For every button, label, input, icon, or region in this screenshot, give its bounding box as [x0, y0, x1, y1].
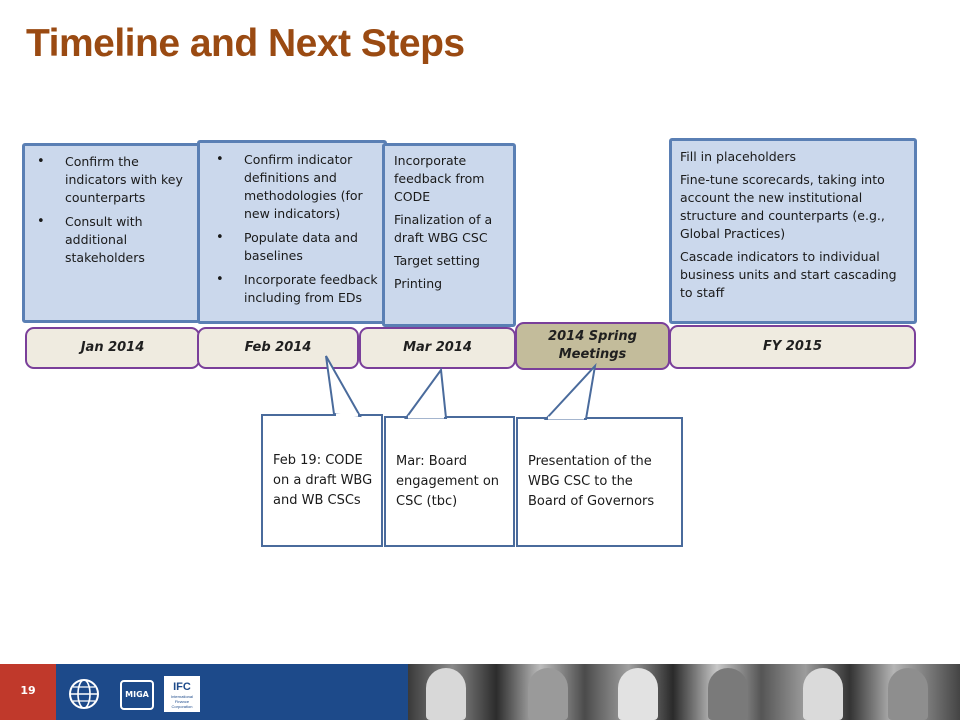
callout-mar-board: Mar: Board engagement on CSC (tbc) [384, 416, 515, 547]
photo-portrait [803, 668, 843, 720]
world-bank-logo-icon [69, 679, 99, 709]
feb-2014-list: Confirm indicator definitions and method… [204, 151, 378, 307]
timeline-feb-2014: Feb 2014 [197, 327, 359, 369]
timeline-fy-2015: FY 2015 [669, 325, 916, 369]
miga-logo: MIGA [120, 680, 154, 710]
callout-text: Feb 19: CODE on a draft WBG and WB CSCs [273, 452, 373, 508]
callout-pointer [404, 367, 448, 419]
photo-portrait [618, 668, 658, 720]
miga-logo-text: MIGA [125, 690, 149, 699]
list-item: Consult with additional stakeholders [37, 213, 189, 267]
paragraph: Target setting [394, 253, 480, 268]
slide-title: Timeline and Next Steps [26, 22, 465, 65]
callout-pointer [543, 362, 597, 420]
callout-pointer [325, 355, 362, 418]
photo-portrait [426, 668, 466, 720]
list-item: Confirm indicator definitions and method… [216, 151, 378, 223]
page-number: 19 [20, 684, 36, 697]
paragraph: Cascade indicators to individual busines… [680, 249, 897, 300]
list-item: Confirm the indicators with key counterp… [37, 153, 189, 207]
paragraph: Incorporate feedback from CODE [394, 153, 485, 204]
ifc-logo: IFC International Finance Corporation [164, 676, 200, 712]
timeline-jan-2014: Jan 2014 [25, 327, 200, 369]
callout-text: Presentation of the WBG CSC to the Board… [528, 454, 655, 509]
mar-2014-box: Incorporate feedback from CODE Finalizat… [382, 143, 516, 327]
timeline-label: FY 2015 [762, 339, 822, 354]
photo-portrait [708, 668, 748, 720]
photo-strip [408, 664, 960, 720]
logo-bar: MIGA IFC International Finance Corporati… [56, 664, 408, 720]
page-number-bar: 19 [0, 664, 56, 720]
paragraph: Fine-tune scorecards, taking into accoun… [680, 172, 885, 241]
fy-2015-box: Fill in placeholders Fine-tune scorecard… [669, 138, 917, 324]
timeline-label: Mar 2014 [403, 340, 472, 355]
photo-portrait [528, 668, 568, 720]
list-item: Populate data and baselines [216, 229, 378, 265]
timeline-label: 2014 Spring Meetings [548, 329, 637, 362]
timeline-label: Feb 2014 [244, 340, 312, 355]
ifc-logo-text: IFC [173, 681, 191, 693]
paragraph: Printing [394, 276, 443, 291]
callout-feb-19-code: Feb 19: CODE on a draft WBG and WB CSCs [261, 414, 383, 547]
timeline-label: Jan 2014 [80, 340, 145, 355]
timeline-mar-2014: Mar 2014 [359, 327, 516, 369]
photo-portrait [888, 668, 928, 720]
list-item: Incorporate feedback including from EDs [216, 271, 378, 307]
footer-bar: 19 MIGA IFC International Finance Corpor… [0, 664, 960, 720]
ifc-logo-subtext: International Finance Corporation [170, 694, 193, 709]
paragraph: Finalization of a draft WBG CSC [394, 212, 493, 245]
callout-spring-governors: Presentation of the WBG CSC to the Board… [516, 417, 683, 547]
feb-2014-box: Confirm indicator definitions and method… [197, 140, 387, 324]
jan-2014-list: Confirm the indicators with key counterp… [29, 153, 189, 267]
paragraph: Fill in placeholders [680, 149, 796, 164]
jan-2014-box: Confirm the indicators with key counterp… [22, 143, 200, 323]
callout-text: Mar: Board engagement on CSC (tbc) [396, 453, 500, 509]
